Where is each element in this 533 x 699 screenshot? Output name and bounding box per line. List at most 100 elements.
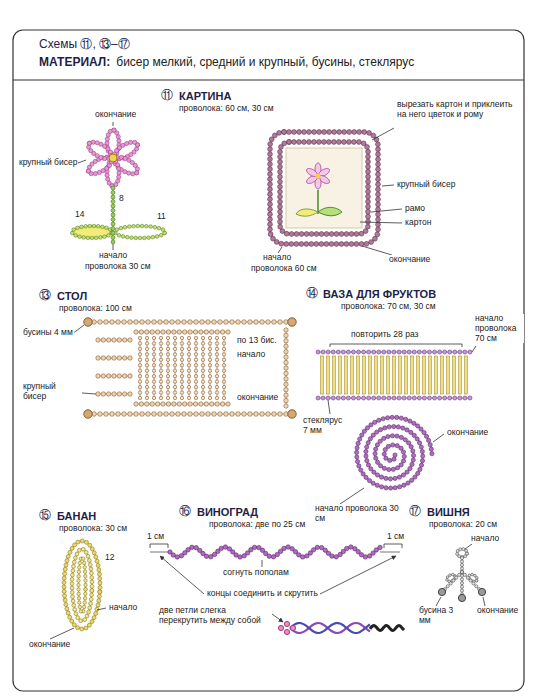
bead — [90, 571, 94, 575]
bead — [367, 131, 372, 136]
bead — [438, 396, 442, 400]
bead — [376, 172, 381, 177]
bead — [94, 612, 98, 616]
bead — [83, 618, 87, 622]
bead — [287, 140, 292, 145]
bead-count: 11 — [156, 212, 167, 222]
bead — [418, 467, 422, 471]
bead — [201, 342, 204, 345]
bead — [389, 486, 393, 490]
bead — [158, 412, 163, 417]
bead — [287, 130, 292, 135]
bead — [366, 194, 371, 199]
bead — [222, 374, 225, 377]
bead — [366, 169, 371, 174]
bead — [73, 608, 77, 612]
bead — [375, 473, 379, 477]
bead — [376, 197, 381, 202]
bead — [81, 557, 84, 560]
note: начало — [262, 253, 292, 263]
bead — [98, 412, 103, 417]
leader-line — [97, 608, 106, 610]
bead — [84, 626, 88, 630]
bead — [77, 592, 80, 595]
bead — [187, 385, 190, 388]
bead — [307, 140, 312, 145]
strand — [159, 336, 162, 399]
bead — [219, 546, 223, 550]
strand — [152, 336, 155, 399]
bead — [101, 356, 105, 360]
bead — [215, 391, 218, 394]
bead — [402, 350, 406, 354]
bead — [159, 385, 162, 388]
bead — [362, 130, 367, 135]
bead — [166, 358, 169, 361]
bead — [438, 350, 442, 354]
bead — [103, 157, 107, 161]
wire — [270, 132, 378, 244]
bead — [112, 338, 116, 342]
bead — [292, 130, 297, 135]
bead — [289, 232, 294, 237]
strand — [187, 336, 190, 399]
bead — [112, 356, 116, 360]
stem — [460, 556, 463, 573]
bead — [278, 159, 283, 164]
bead — [330, 554, 334, 558]
bead — [460, 570, 463, 573]
bead — [84, 588, 87, 591]
bead — [208, 396, 211, 399]
leg-row — [96, 392, 132, 396]
bead — [105, 226, 109, 230]
bead — [152, 347, 155, 350]
bead — [119, 155, 123, 159]
bead — [111, 204, 115, 208]
bead — [177, 330, 181, 334]
bead — [469, 579, 472, 582]
bead — [130, 236, 134, 240]
bead — [356, 441, 360, 445]
dimension — [150, 544, 402, 548]
bead — [97, 572, 101, 576]
bead — [139, 330, 143, 334]
bead — [376, 167, 381, 172]
bead — [215, 396, 218, 399]
bead — [117, 338, 121, 342]
bead — [80, 539, 84, 543]
bead — [322, 140, 327, 145]
bead — [297, 130, 302, 135]
bead — [383, 426, 387, 430]
bead — [152, 369, 155, 372]
bead — [278, 174, 283, 179]
bead — [369, 423, 373, 427]
bead — [194, 358, 197, 361]
bead — [319, 232, 324, 237]
bead — [278, 164, 283, 169]
bead — [82, 605, 85, 608]
bead — [463, 573, 466, 576]
bead — [77, 579, 80, 582]
bead — [475, 579, 478, 582]
bead — [396, 466, 400, 470]
bead — [282, 141, 287, 146]
bead — [393, 486, 397, 490]
bugle-bead — [393, 356, 396, 394]
note: стеклярус 7 мм — [302, 416, 348, 436]
bugle-bead — [381, 356, 384, 394]
bugle-bead — [405, 356, 408, 394]
leader-line — [113, 122, 114, 126]
bead — [107, 234, 111, 238]
bead — [194, 369, 197, 372]
bead — [172, 330, 176, 334]
bead — [152, 336, 155, 339]
bead — [337, 130, 342, 135]
bead — [268, 152, 273, 157]
bead — [119, 226, 123, 230]
bead — [326, 396, 330, 400]
bead — [108, 150, 112, 154]
bead — [201, 364, 204, 367]
bead — [65, 607, 69, 611]
bead — [110, 412, 115, 417]
